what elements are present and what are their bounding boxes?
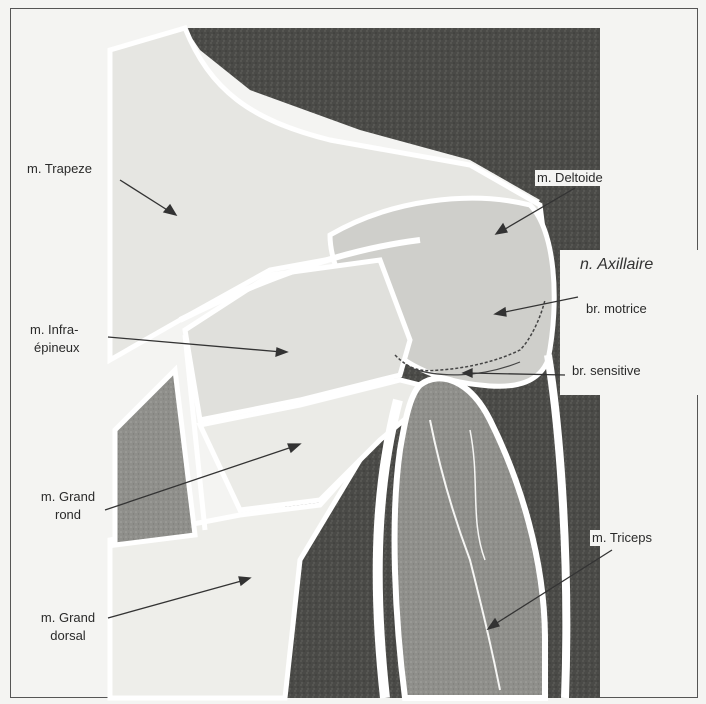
label-motrice: br. motrice xyxy=(586,301,647,317)
label-sensitive: br. sensitive xyxy=(572,363,641,379)
label-trapeze: m. Trapeze xyxy=(27,161,92,177)
label-deltoide: m. Deltoide xyxy=(535,170,605,186)
label-grand-dorsal-line1: m. Grand xyxy=(28,610,108,626)
label-grand-dorsal-line2: dorsal xyxy=(28,628,108,644)
label-infra-line2: épineux xyxy=(34,340,80,356)
label-triceps: m. Triceps xyxy=(590,530,654,546)
label-axillaire: n. Axillaire xyxy=(580,257,653,273)
label-grand-rond-line2: rond xyxy=(28,507,108,523)
label-infra-line1: m. Infra- xyxy=(30,322,78,338)
label-grand-rond-line1: m. Grand xyxy=(28,489,108,505)
left-gray-muscle xyxy=(115,370,195,545)
